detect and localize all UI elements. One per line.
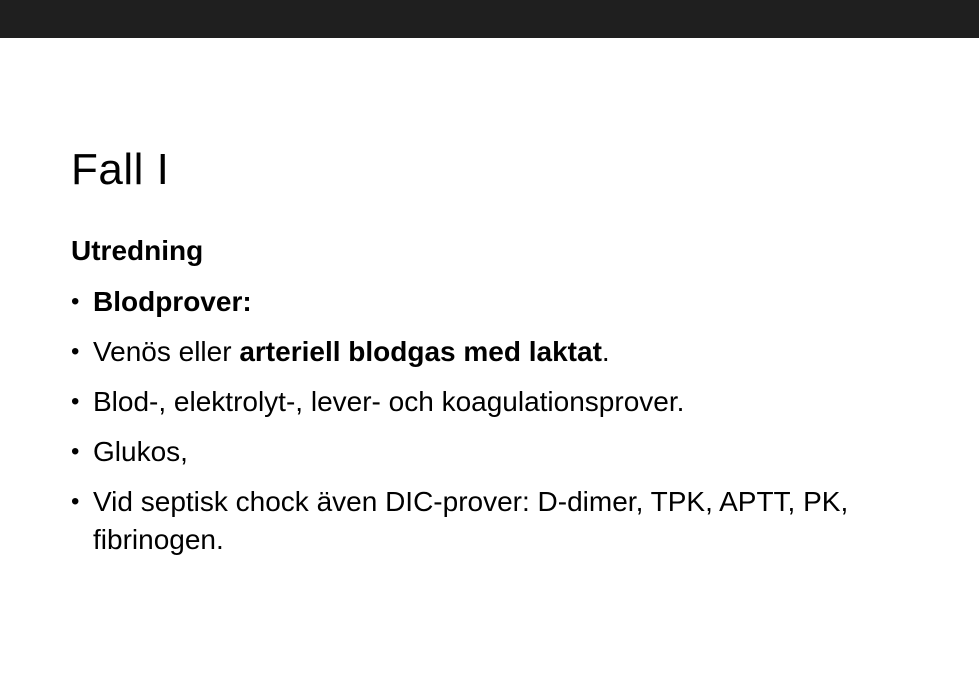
- slide-title: Fall I: [71, 145, 170, 194]
- bullet-item-prover: • Blod-, elektrolyt-, lever- och koagula…: [71, 383, 951, 421]
- slide-content: Utredning • Blodprover: • Venös eller ar…: [71, 233, 951, 571]
- section-heading: Utredning: [71, 235, 204, 266]
- bullet-text-post: .: [601, 336, 610, 367]
- bullet-icon: •: [71, 388, 80, 415]
- bullet-icon: •: [71, 488, 80, 515]
- bullet-item-blodprover: • Blodprover:: [71, 283, 951, 321]
- bullet-icon: •: [71, 288, 80, 315]
- bullet-icon: •: [71, 338, 80, 365]
- bullet-item-blodgas: • Venös eller arteriell blodgas med lakt…: [71, 333, 951, 371]
- bullet-item-glukos: • Glukos,: [71, 433, 951, 471]
- window-top-bar: [0, 0, 979, 38]
- bullet-item-dic: • Vid septisk chock även DIC-prover: D-d…: [71, 483, 951, 559]
- slide: Fall I Utredning • Blodprover: • Venös e…: [0, 38, 979, 673]
- bullet-text: Glukos,: [93, 436, 188, 467]
- bullet-bold-text: arteriell blodgas med laktat: [239, 336, 602, 367]
- bullet-text: Vid septisk chock även DIC-prover: D-dim…: [93, 486, 849, 555]
- bullet-text-pre: Venös eller: [93, 336, 240, 367]
- bullet-icon: •: [71, 438, 80, 465]
- bullet-list: • Blodprover: • Venös eller arteriell bl…: [71, 283, 951, 559]
- bullet-bold-text: Blodprover:: [93, 286, 252, 317]
- bullet-text: Blod-, elektrolyt-, lever- och koagulati…: [93, 386, 685, 417]
